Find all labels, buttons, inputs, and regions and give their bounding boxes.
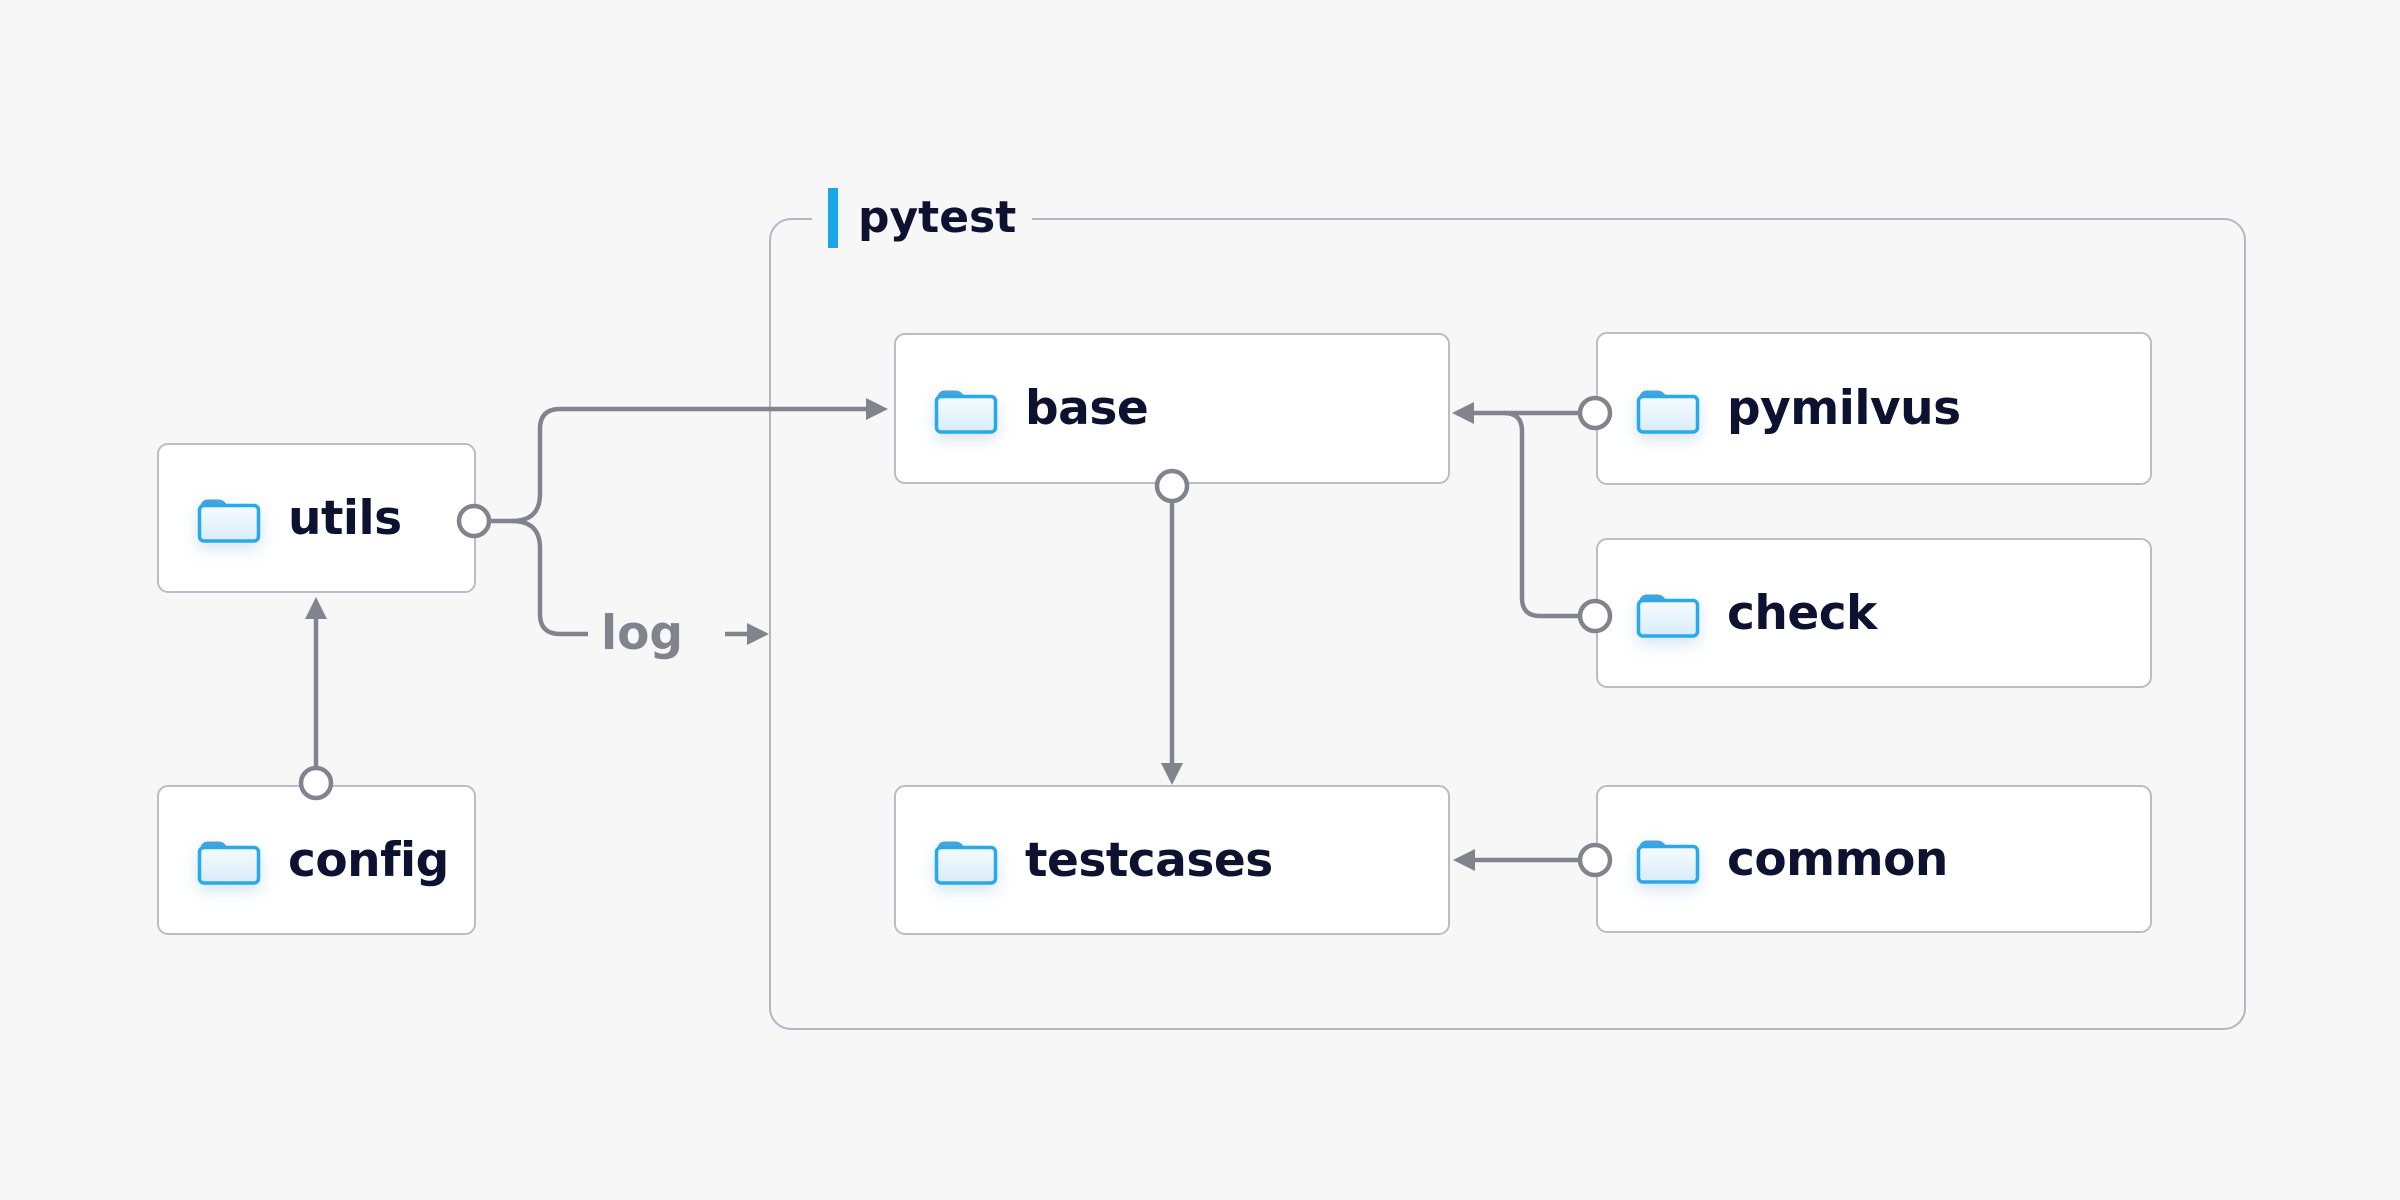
node-utils: utils bbox=[157, 443, 476, 593]
edge-utils-to-log bbox=[511, 518, 588, 637]
node-base: base bbox=[894, 333, 1450, 484]
node-pymilvus: pymilvus bbox=[1596, 332, 2152, 485]
folder-icon bbox=[197, 835, 261, 885]
container-title: pytest bbox=[858, 192, 1017, 243]
node-check: check bbox=[1596, 538, 2152, 688]
node-label: utils bbox=[288, 490, 402, 546]
node-label: config bbox=[288, 832, 449, 888]
folder-icon bbox=[1636, 384, 1700, 434]
node-config: config bbox=[157, 785, 476, 935]
arrowhead-log-to-container bbox=[747, 623, 769, 645]
node-label: base bbox=[1025, 381, 1149, 436]
node-label: common bbox=[1727, 831, 1948, 887]
pytest-container-label: pytest bbox=[812, 187, 1033, 249]
node-testcases: testcases bbox=[894, 785, 1450, 935]
folder-icon bbox=[197, 493, 261, 543]
arrowhead-config-to-utils bbox=[305, 597, 327, 619]
folder-icon bbox=[1636, 834, 1700, 884]
node-label: check bbox=[1727, 585, 1877, 641]
node-common: common bbox=[1596, 785, 2152, 933]
folder-icon bbox=[934, 835, 998, 885]
node-label: testcases bbox=[1025, 832, 1273, 888]
folder-icon bbox=[1636, 588, 1700, 638]
node-label: pymilvus bbox=[1727, 381, 1961, 436]
accent-bar bbox=[828, 188, 838, 248]
pytest-container: pytest bbox=[769, 187, 2246, 1030]
edge-label-log: log bbox=[601, 606, 684, 661]
folder-icon bbox=[934, 384, 998, 434]
